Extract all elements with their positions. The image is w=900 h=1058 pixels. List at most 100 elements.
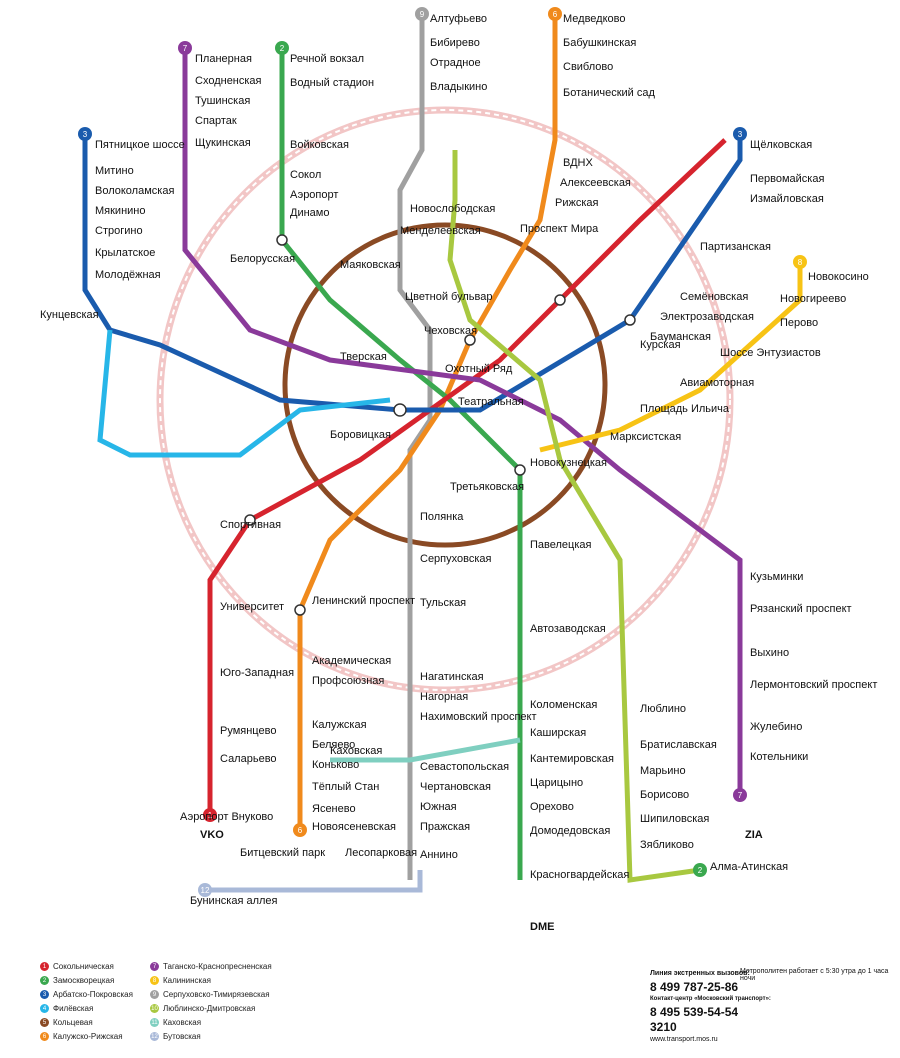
line-number-badge: 6	[40, 1032, 49, 1041]
st-tyoply: Тёплый Стан	[312, 781, 379, 793]
st-kuzminki: Кузьминки	[750, 571, 803, 583]
st-shipilovskaya: Шипиловская	[640, 813, 709, 825]
st-tverskaya: Тверская	[340, 351, 387, 363]
line-number-badge: 5	[40, 1018, 49, 1027]
st-maryino: Марьино	[640, 765, 686, 777]
st-mayakovskaya: Маяковская	[340, 259, 401, 271]
line-number-badge: 4	[40, 1004, 49, 1013]
line-4	[97, 329, 391, 458]
st-kashirskaya: Каширская	[530, 727, 586, 739]
st-voykovskaya: Войковская	[290, 139, 349, 151]
st-aviamotornaya: Авиамоторная	[680, 377, 754, 389]
contact-phone: 8 495 539-54-54	[650, 1005, 739, 1019]
st-kakhovskaya: Каховская	[330, 745, 382, 757]
st-kuntsevskaya: Кунцевская	[40, 309, 99, 321]
st-partizanskaya: Партизанская	[700, 241, 771, 253]
st-zhulebino: Жулебино	[750, 721, 802, 733]
st-teatralnaya: Театральная	[458, 396, 524, 408]
st-mitino: Митино	[95, 165, 134, 177]
st-nagatinskaya: Нагатинская	[420, 671, 484, 683]
interchange-center	[393, 403, 407, 417]
line-number-badge: 9	[150, 990, 159, 999]
st-bibirevo: Бибирево	[430, 37, 480, 49]
st-nakhimovsky: Нахимовский проспект	[420, 711, 537, 723]
st-tushinskaya: Тушинская	[195, 95, 250, 107]
line-9	[397, 18, 433, 880]
st-orekhovo: Орехово	[530, 801, 574, 813]
st-elektrozavodskaya: Электрозаводская	[660, 311, 754, 323]
interchange-kurskaya	[624, 314, 636, 326]
st-annino: Аннино	[420, 849, 458, 861]
st-botsad: Ботанический сад	[563, 87, 655, 99]
st-belorusskaya: Белорусская	[230, 253, 295, 265]
st-otradnoe: Отрадное	[430, 57, 481, 69]
line-number-badge: 7	[150, 962, 159, 971]
st-krylatskoe: Крылатское	[95, 247, 155, 259]
emergency-label: Линия экстренных вызовов:	[650, 970, 750, 977]
st-sokol: Сокол	[290, 169, 321, 181]
st-kolomenskaya: Коломенская	[530, 699, 597, 711]
st-shchukinskaya: Щукинская	[195, 137, 251, 149]
st-volokolamskaya: Волоколамская	[95, 185, 174, 197]
svg-text:8: 8	[798, 258, 803, 267]
st-chekhovskaya: Чеховская	[424, 325, 477, 337]
st-shosse: Шоссе Энтузиастов	[720, 347, 821, 359]
st-semenovskaya: Семёновская	[680, 291, 748, 303]
svg-text:12: 12	[201, 886, 210, 895]
st-leninsky: Ленинский проспект	[312, 595, 415, 607]
st-serpukhovskaya: Серпуховская	[420, 553, 492, 565]
interchange-leninsky	[294, 604, 306, 616]
st-zyablikovo: Зябликово	[640, 839, 694, 851]
st-lermontovsky: Лермонтовский проспект	[750, 679, 877, 691]
st-ilyicha: Площадь Ильича	[640, 403, 730, 415]
st-planernaya: Планерная	[195, 53, 252, 65]
svg-text:2: 2	[698, 866, 703, 875]
line-number-badge: 12	[150, 1032, 159, 1041]
st-baumanskaya: Бауманская	[650, 331, 711, 343]
svg-text:2: 2	[280, 44, 285, 53]
st-novoslobodskaya: Новослободская	[410, 203, 495, 215]
st-tulskaya: Тульская	[420, 597, 466, 609]
st-rechnoy: Речной вокзал	[290, 53, 364, 65]
st-nagornaya: Нагорная	[420, 691, 468, 703]
st-aeroport: Аэропорт	[290, 189, 338, 201]
st-altufyevo: Алтуфьево	[430, 13, 487, 25]
st-pyatnitskoe: Пятницкое шоссе	[95, 139, 185, 151]
st-tsvetnoy: Цветной бульвар	[405, 291, 492, 303]
st-kotelniki: Котельники	[750, 751, 808, 763]
st-novoyasenevskaya: Новоясеневская	[312, 821, 396, 833]
line-number-badge: 8	[150, 976, 159, 985]
st-alekseevskaya: Алексеевская	[560, 177, 631, 189]
st-avtozavodskaya: Автозаводская	[530, 623, 606, 635]
interchange-paveletskaya	[514, 464, 526, 476]
st-vnukovo: Аэропорт Внуково	[180, 811, 273, 823]
st-prazhskaya: Пражская	[420, 821, 470, 833]
st-spartak: Спартак	[195, 115, 237, 127]
line-12	[210, 870, 423, 893]
interchange-park-kultury	[244, 514, 256, 526]
site[interactable]: www.transport.mos.ru	[650, 1036, 718, 1043]
st-yuzhnaya: Южная	[420, 801, 457, 813]
line-7	[182, 50, 743, 790]
st-lublino: Люблино	[640, 703, 686, 715]
interchange-belorusskaya	[276, 234, 288, 246]
st-mendeleevskaya: Менделеевская	[400, 225, 481, 237]
line-10	[447, 150, 701, 883]
airport-vko: VKO	[200, 829, 224, 841]
legend-label: Люблинско-Дмитровская	[163, 1004, 256, 1013]
st-medvedkovo: Медведково	[563, 13, 626, 25]
contact-short: 3210	[650, 1020, 677, 1034]
line-8	[539, 265, 803, 453]
st-sviblovo: Свиблово	[563, 61, 613, 73]
legend-label: Таганско-Краснопресненская	[163, 962, 272, 971]
st-marksistskaya: Марксистская	[610, 431, 681, 443]
